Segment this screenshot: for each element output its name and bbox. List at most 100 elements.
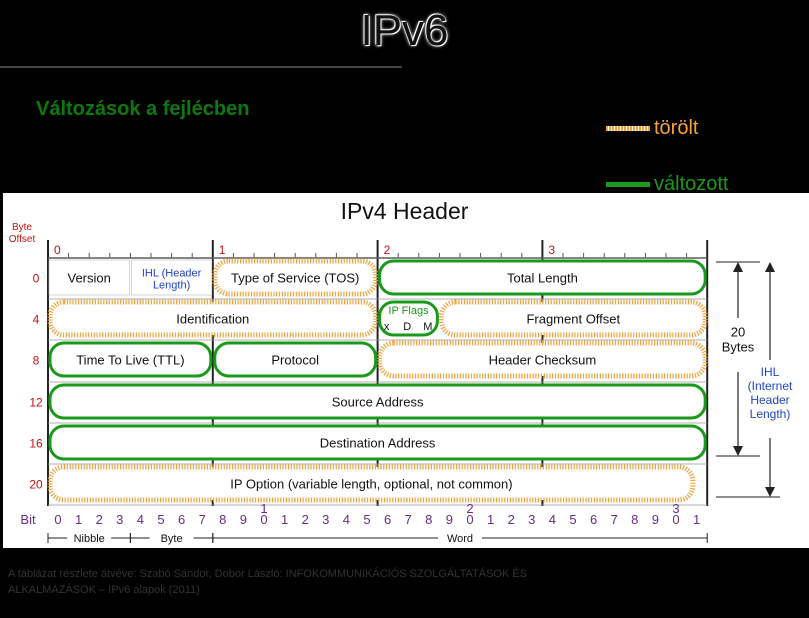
- bit-number: 6: [178, 512, 185, 527]
- field-outline-changed: [378, 259, 707, 296]
- row-offset-label: 16: [29, 437, 43, 451]
- bit-number: 4: [549, 512, 556, 527]
- diagram-title: IPv4 Header: [340, 198, 469, 224]
- bit-number: 6: [590, 512, 597, 527]
- bit-number-tens: 2: [466, 501, 473, 516]
- row-offset-label: 20: [29, 478, 43, 492]
- bytes-arrowhead: [733, 262, 743, 272]
- page-title: IPv6: [360, 6, 449, 55]
- bit-number: 2: [302, 512, 309, 527]
- field-label: Destination Address: [320, 436, 436, 451]
- field-label: Total Length: [507, 271, 578, 286]
- field-label: IP Flags: [388, 305, 429, 317]
- bit-number: 0: [260, 512, 267, 527]
- legend-deleted-swatch: [606, 126, 650, 131]
- header-field: Total Length: [378, 259, 707, 296]
- bit-number: 0: [672, 512, 679, 527]
- field-label: Identification: [176, 312, 249, 327]
- byte-bracket-label: Byte: [161, 533, 183, 545]
- source-credit: A táblázat részlete átvéve: Szabó Sándor…: [8, 568, 528, 596]
- field-label: IP Option (variable length, optional, no…: [230, 477, 512, 492]
- bit-number: 1: [487, 512, 494, 527]
- nibble-bracket-label: Nibble: [74, 533, 105, 545]
- byte-marker: 2: [384, 243, 391, 257]
- bit-number: 2: [96, 512, 103, 527]
- header-field: Source Address: [48, 383, 707, 420]
- byte-marker: 1: [219, 243, 226, 257]
- field-cell: [48, 259, 130, 296]
- field-outline-changed: [48, 341, 213, 378]
- header-field: IP Option (variable length, optional, no…: [47, 464, 696, 503]
- field-outline-deleted: [47, 464, 696, 503]
- bit-number: 1: [693, 512, 700, 527]
- bytes-arrowhead: [733, 446, 743, 456]
- header-field: Type of Service (TOS): [212, 258, 379, 297]
- row-offset-label: 4: [33, 313, 40, 327]
- row-offset-label: 0: [33, 272, 40, 286]
- bit-number-tens: 1: [260, 501, 267, 516]
- nibble-bracket-label-bg: [67, 531, 112, 544]
- bit-number: 3: [528, 512, 535, 527]
- field-label: Version: [68, 271, 111, 286]
- word-bracket-label: Word: [447, 533, 473, 545]
- field-label: Header Checksum: [489, 353, 597, 368]
- bit-number: 1: [75, 512, 82, 527]
- bit-number: 5: [569, 512, 576, 527]
- header-field: Header Checksum: [377, 340, 708, 379]
- bit-number: 7: [405, 512, 412, 527]
- field-label: Protocol: [271, 353, 319, 368]
- field-outline-changed: [378, 300, 439, 337]
- field-outline-changed: [213, 341, 378, 378]
- header-field: Time To Live (TTL): [48, 341, 213, 378]
- slide-subtitle: Változások a fejlécben: [36, 98, 250, 120]
- bit-number: 7: [199, 512, 206, 527]
- bit-number: 7: [611, 512, 618, 527]
- ihl-arrowhead: [765, 262, 775, 272]
- flag-letter: x: [384, 321, 390, 333]
- legend-changed-label: változott: [654, 173, 729, 195]
- field-label: Fragment Offset: [526, 312, 620, 327]
- header-field: Protocol: [213, 341, 378, 378]
- bit-number: 9: [240, 512, 247, 527]
- flag-letter: D: [403, 321, 411, 333]
- byte-marker: 0: [54, 243, 61, 257]
- bit-number: 9: [446, 512, 453, 527]
- bit-axis-label: Bit: [20, 512, 36, 527]
- title-divider: [0, 66, 402, 68]
- bit-number: 5: [363, 512, 370, 527]
- bit-number: 8: [219, 512, 226, 527]
- bit-number: 5: [157, 512, 164, 527]
- field-cell: [131, 259, 213, 296]
- legend-deleted-label: törölt: [654, 117, 699, 139]
- bit-number: 8: [631, 512, 638, 527]
- field-outline-deleted: [47, 299, 379, 338]
- bit-number: 8: [425, 512, 432, 527]
- word-bracket-label-bg: [438, 531, 482, 544]
- bit-number: 0: [54, 512, 61, 527]
- byte-bracket-label-bg: [149, 531, 194, 544]
- bit-number: 4: [137, 512, 144, 527]
- header-field: Fragment Offset: [438, 299, 708, 338]
- field-label: Time To Live (TTL): [76, 353, 184, 368]
- header-field: Identification: [47, 299, 379, 338]
- field-outline-changed: [48, 383, 707, 420]
- field-label: Type of Service (TOS): [231, 271, 359, 286]
- bit-number: 6: [384, 512, 391, 527]
- legend-changed-swatch: [606, 182, 650, 187]
- bit-number: 2: [508, 512, 515, 527]
- bit-number: 1: [281, 512, 288, 527]
- field-label: Source Address: [332, 395, 424, 410]
- field-outline-deleted: [438, 299, 708, 338]
- row-offset-label: 8: [33, 354, 40, 368]
- bit-number: 3: [116, 512, 123, 527]
- field-outline-deleted: [377, 340, 708, 379]
- field-outline-deleted: [212, 258, 379, 297]
- flag-letter: M: [423, 321, 432, 333]
- row-offset-label: 12: [29, 396, 43, 410]
